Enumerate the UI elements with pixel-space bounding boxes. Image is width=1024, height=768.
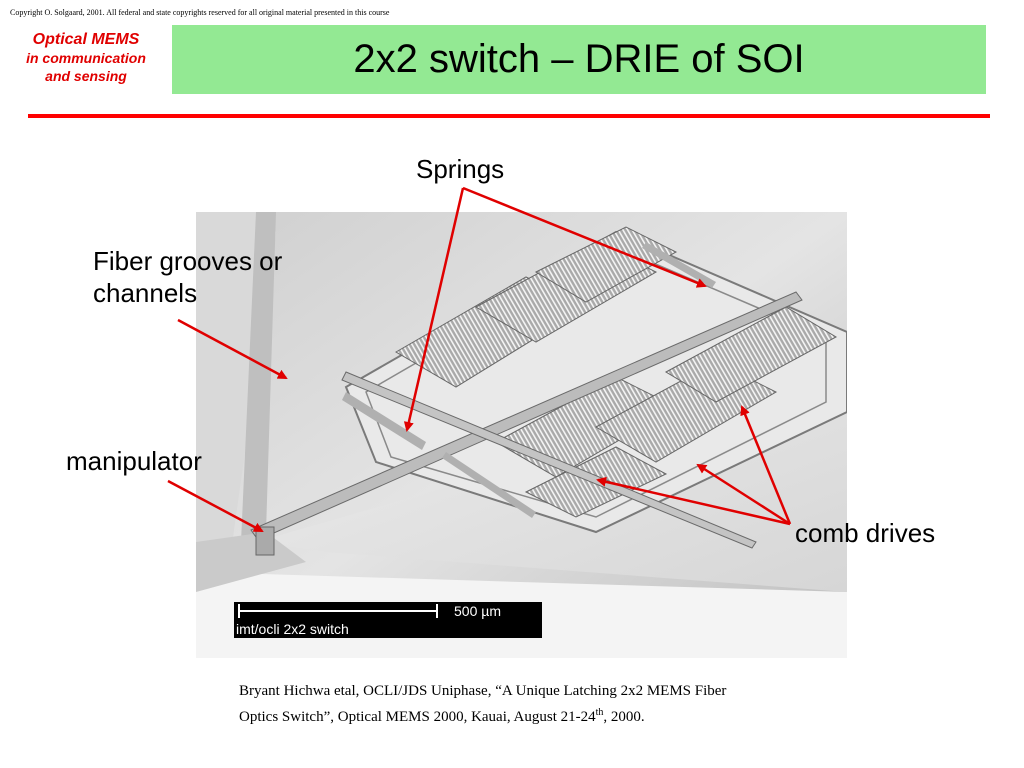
label-fiber-grooves-line2: channels (93, 278, 198, 308)
label-comb-drives: comb drives (795, 518, 936, 548)
reference-citation: Bryant Hichwa etal, OCLI/JDS Uniphase, “… (239, 681, 839, 728)
course-title-line2: in communication (26, 50, 146, 66)
scale-bar-box: 500 µm imt/ocli 2x2 switch (234, 602, 542, 638)
slide-title: 2x2 switch – DRIE of SOI (353, 37, 805, 81)
label-fiber-grooves: Fiber grooves or channels (93, 245, 282, 309)
slide-title-box: 2x2 switch – DRIE of SOI (172, 25, 986, 94)
scale-bar (238, 610, 438, 612)
header-divider (28, 114, 990, 118)
scale-bar-label: 500 µm (454, 603, 501, 619)
reference-superscript: th (595, 707, 604, 718)
course-title-line1: Optical MEMS (32, 31, 140, 48)
reference-line2: Optics Switch”, Optical MEMS 2000, Kauai… (239, 707, 645, 725)
scale-tick-right (436, 604, 438, 618)
image-caption: imt/ocli 2x2 switch (236, 621, 349, 637)
course-title-line3: and sensing (45, 68, 127, 84)
label-fiber-grooves-line1: Fiber grooves or (93, 246, 283, 276)
reference-line1: Bryant Hichwa etal, OCLI/JDS Uniphase, “… (239, 683, 727, 699)
sem-micrograph (196, 212, 847, 658)
course-title: Optical MEMS in communication and sensin… (4, 31, 168, 85)
label-springs: Springs (416, 154, 505, 184)
copyright-notice: Copyright O. Solgaard, 2001. All federal… (10, 8, 390, 17)
label-manipulator: manipulator (66, 446, 202, 476)
